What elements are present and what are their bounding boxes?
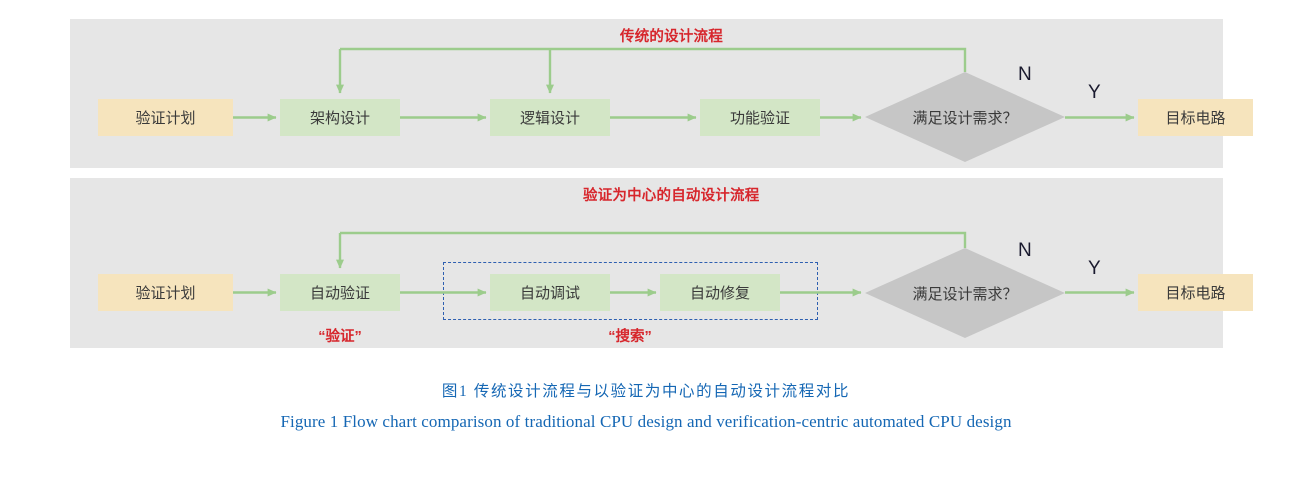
node-traditional-logic[interactable]: 逻辑设计	[490, 99, 610, 136]
node-automated-decision-label: 满足设计需求？	[912, 285, 1018, 303]
node-traditional-decision[interactable]: 满足设计需求？	[865, 72, 1065, 162]
node-automated-plan[interactable]: 验证计划	[98, 274, 233, 311]
automated-flow-title: 验证为中心的自动设计流程	[583, 188, 760, 204]
node-traditional-decision-label: 满足设计需求？	[912, 109, 1018, 127]
search-group-dashed-box	[443, 262, 818, 320]
annotation-verify: “验证”	[318, 329, 362, 345]
node-traditional-function-verification[interactable]: 功能验证	[700, 99, 820, 136]
node-traditional-target[interactable]: 目标电路	[1138, 99, 1253, 136]
traditional-branch-yes-label: Y	[1088, 82, 1101, 103]
node-automated-auto-debug[interactable]: 自动调试	[490, 274, 610, 311]
figure-caption-chinese: 图1 传统设计流程与以验证为中心的自动设计流程对比	[441, 383, 851, 400]
figure-caption-english: Figure 1 Flow chart comparison of tradit…	[280, 412, 1012, 431]
node-automated-auto-verification[interactable]: 自动验证	[280, 274, 400, 311]
annotation-search: “搜索”	[608, 329, 652, 345]
panel-traditional-flow	[70, 19, 1223, 168]
node-traditional-arch[interactable]: 架构设计	[280, 99, 400, 136]
node-automated-auto-repair[interactable]: 自动修复	[660, 274, 780, 311]
traditional-branch-no-label: N	[1018, 64, 1032, 85]
automated-branch-yes-label: Y	[1088, 258, 1101, 279]
node-traditional-plan[interactable]: 验证计划	[98, 99, 233, 136]
node-automated-decision[interactable]: 满足设计需求？	[865, 248, 1065, 338]
automated-branch-no-label: N	[1018, 240, 1032, 261]
node-automated-target[interactable]: 目标电路	[1138, 274, 1253, 311]
traditional-flow-title: 传统的设计流程	[620, 29, 723, 45]
